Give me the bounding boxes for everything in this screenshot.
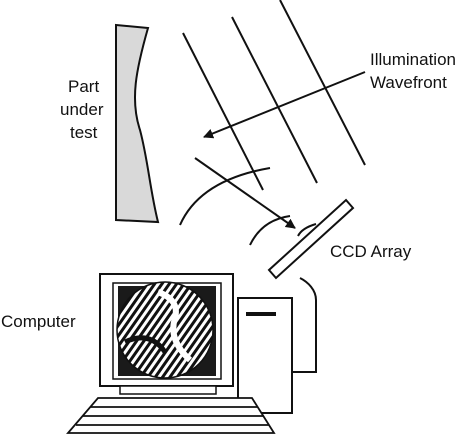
reflected-wavefront-arcs	[179, 167, 317, 246]
illumination-wavefront-label: Illumination Wavefront	[370, 50, 461, 92]
computer-tower	[237, 297, 293, 414]
ccd-array	[267, 198, 355, 280]
part-under-test-label: Part under test	[60, 77, 108, 142]
computer-keyboard	[66, 397, 276, 434]
part-under-test-shape	[115, 23, 160, 224]
interferogram-fringe-pattern	[116, 281, 214, 379]
computer-label: Computer	[1, 312, 76, 331]
illumination-wavefront-lines	[182, 0, 366, 191]
reflected-beam-arrow	[194, 157, 296, 229]
computer-monitor	[99, 273, 234, 395]
ccd-array-label: CCD Array	[330, 242, 412, 261]
illumination-arrow	[203, 71, 366, 139]
ccd-cable	[293, 277, 317, 373]
